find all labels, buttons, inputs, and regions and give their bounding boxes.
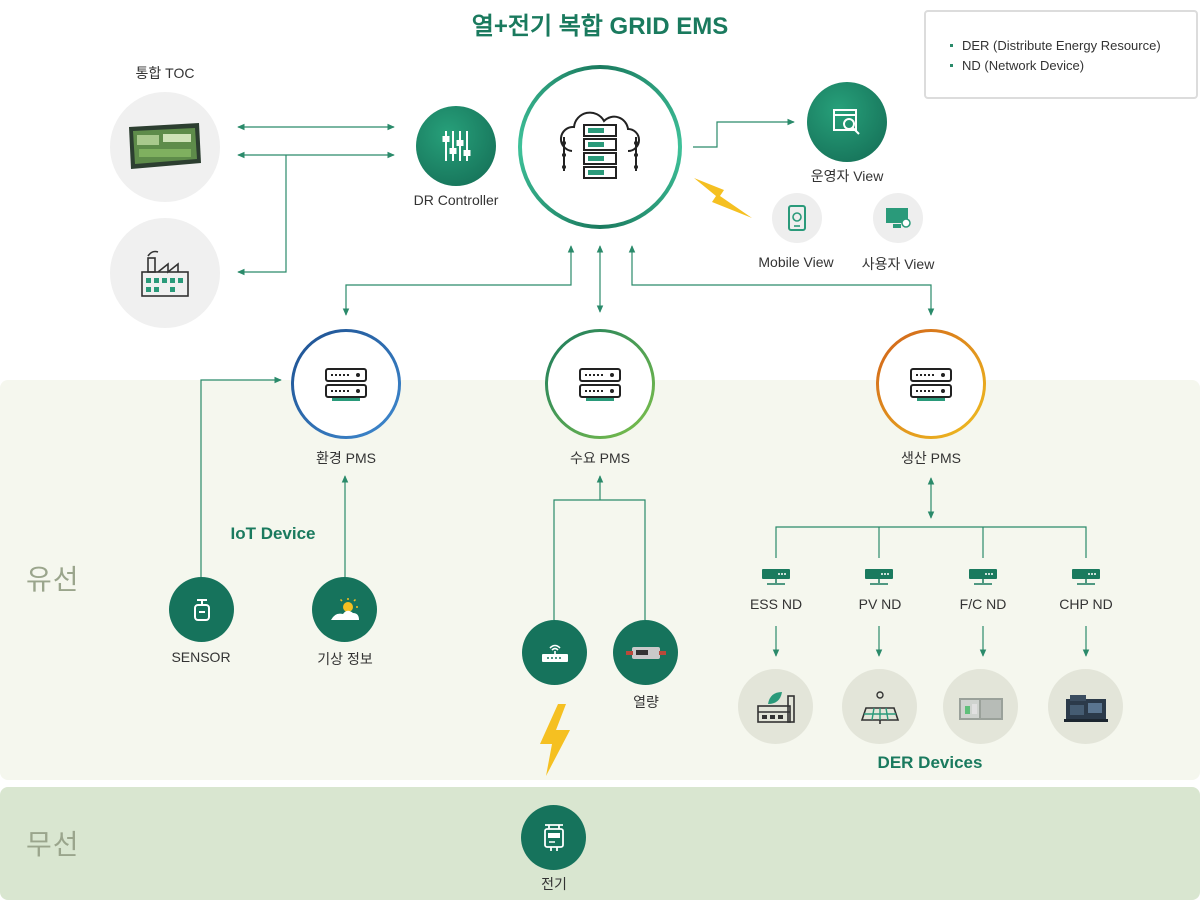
heat-meter-icon [625, 646, 666, 659]
pv-der-node [842, 669, 917, 744]
server-icon [910, 368, 952, 401]
env-pms-label: 환경 PMS [316, 450, 376, 466]
wired-label: 유선 [26, 564, 80, 595]
server-icon [579, 368, 621, 401]
fc-der-node [943, 669, 1018, 744]
fuel-cell-unit-icon [958, 697, 1003, 720]
factory-icon [141, 250, 189, 297]
chp-der-node [1048, 669, 1123, 744]
ess-der-node [738, 669, 813, 744]
weather-sun-icon [330, 597, 359, 620]
fc-nd-icon [969, 569, 997, 585]
toc-monitor-node [110, 92, 220, 202]
search-window-icon [833, 109, 860, 135]
mobile-view-label: Mobile View [758, 254, 834, 270]
solar-panel-icon [860, 690, 899, 724]
wireless-lightning-icon [694, 178, 752, 218]
demand-pms-label: 수요 PMS [570, 450, 630, 466]
sensor-label: SENSOR [171, 649, 231, 665]
monitor-screen-icon [129, 123, 201, 169]
legend-item-nd: ND (Network Device) [948, 56, 1196, 76]
cloud-server-icon [560, 111, 640, 179]
wireless-lightning-icon-2 [540, 704, 570, 776]
wifi-router-node [522, 620, 587, 685]
chp-nd-label: CHP ND [1059, 596, 1113, 612]
fc-nd-label: F/C ND [959, 596, 1007, 612]
production-pms-node [876, 329, 986, 439]
demand-pms-node [545, 329, 655, 439]
router-icon [541, 644, 568, 662]
factory-node [110, 218, 220, 328]
sliders-icon [442, 131, 471, 161]
user-view-label: 사용자 View [861, 256, 935, 272]
heat-meter-label: 열량 [633, 694, 659, 710]
desktop-monitor-icon [886, 208, 911, 228]
electric-meter-label: 전기 [541, 876, 567, 892]
chp-nd-icon [1072, 569, 1100, 585]
user-view-node [873, 193, 923, 243]
electric-meter-icon [543, 823, 564, 851]
production-pms-inner [879, 332, 983, 436]
env-pms-node [291, 329, 401, 439]
operator-view-node [807, 82, 887, 162]
production-pms-label: 생산 PMS [901, 450, 961, 466]
weather-label: 기상 정보 [317, 651, 373, 667]
pv-nd-icon [865, 569, 893, 585]
sensor-icon [193, 598, 210, 621]
mobile-view-node [772, 193, 822, 243]
wireless-label: 무선 [26, 829, 80, 860]
diagram-title: 열+전기 복합 GRID EMS [471, 13, 729, 40]
legend-item-der: DER (Distribute Energy Resource) [948, 36, 1196, 56]
grid-ems-core [518, 65, 682, 229]
chp-generator-icon [1063, 694, 1108, 722]
weather-node [312, 577, 377, 642]
der-devices-title: DER Devices [877, 753, 983, 772]
mobile-phone-icon [788, 205, 806, 231]
dr-controller-node [416, 106, 496, 186]
grid-ems-inner [522, 69, 678, 225]
heat-meter-node [613, 620, 678, 685]
ess-nd-icon [762, 569, 790, 585]
env-pms-inner [294, 332, 398, 436]
operator-view-label: 운영자 View [810, 168, 884, 184]
sensor-node [169, 577, 234, 642]
ess-battery-factory-icon [756, 691, 795, 723]
toc-label: 통합 TOC [135, 65, 195, 81]
pv-nd-label: PV ND [858, 596, 902, 612]
server-icon [325, 368, 367, 401]
dr-controller-label: DR Controller [413, 192, 499, 208]
wireless-zone [0, 787, 1200, 900]
legend: DER (Distribute Energy Resource) ND (Net… [924, 10, 1198, 99]
electric-meter-node [521, 805, 586, 870]
iot-device-title: IoT Device [230, 524, 316, 543]
ess-nd-label: ESS ND [749, 596, 803, 612]
wired-zone [0, 380, 1200, 780]
demand-pms-inner [548, 332, 652, 436]
